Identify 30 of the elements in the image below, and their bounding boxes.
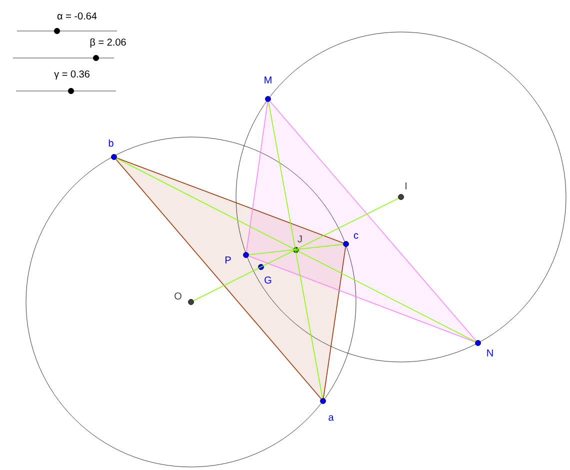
point bbox=[293, 247, 299, 253]
point-label: G bbox=[264, 276, 272, 284]
line-segment bbox=[248, 244, 344, 256]
point-label: N bbox=[487, 350, 493, 356]
line-segment bbox=[116, 158, 476, 342]
line-segment bbox=[193, 198, 399, 302]
point bbox=[343, 241, 349, 247]
point-label: c bbox=[354, 233, 358, 239]
point bbox=[243, 252, 249, 258]
point bbox=[111, 154, 117, 160]
point bbox=[265, 96, 271, 102]
slider-label: β = 2.06 bbox=[90, 38, 126, 48]
point bbox=[188, 299, 194, 305]
line-segment bbox=[248, 256, 476, 342]
point-label: O bbox=[174, 292, 182, 300]
point-label: M bbox=[264, 76, 272, 84]
point bbox=[320, 398, 326, 404]
point-label: b bbox=[108, 139, 114, 147]
point bbox=[398, 194, 404, 200]
point bbox=[258, 264, 264, 270]
point-label: a bbox=[328, 415, 334, 421]
point-label: P bbox=[225, 256, 231, 264]
point-label: J bbox=[298, 236, 302, 242]
line-segment bbox=[116, 158, 344, 244]
line-segment bbox=[246, 102, 268, 252]
slider-label: α = -0.64 bbox=[57, 12, 97, 20]
line-segment bbox=[323, 246, 346, 398]
point bbox=[475, 340, 481, 346]
slider-label: γ = 0.36 bbox=[54, 70, 90, 80]
line-segment bbox=[268, 102, 323, 398]
